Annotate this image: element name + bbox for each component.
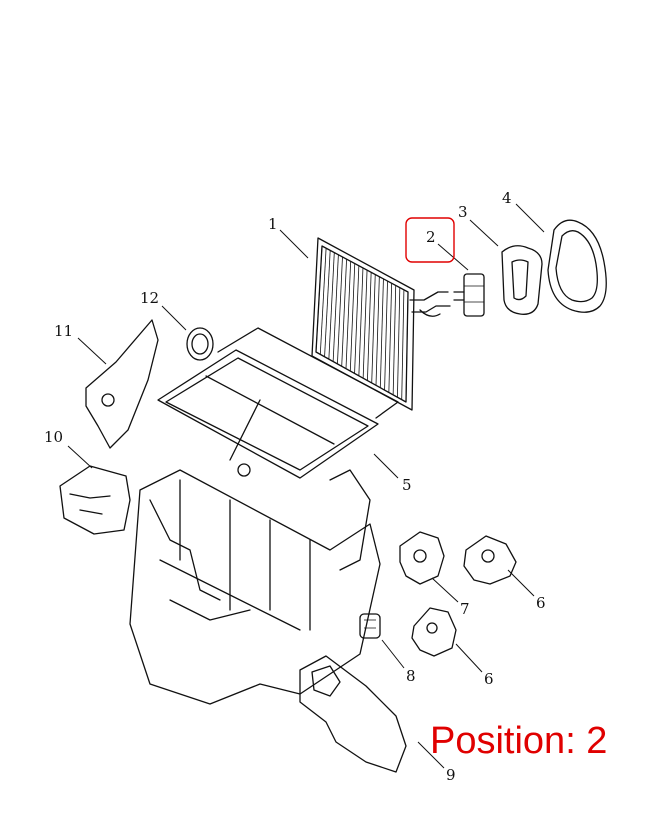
evaporator-fin [345, 261, 352, 369]
air-duct[interactable] [299, 655, 407, 773]
evaporator-fin [337, 256, 343, 364]
evaporator-fin [319, 248, 327, 355]
callout-12[interactable]: 12 [140, 289, 159, 307]
evaporator-fin [358, 267, 364, 376]
evaporator-fin [328, 252, 335, 360]
support-arm[interactable] [85, 319, 159, 449]
evaporator-fin [401, 289, 405, 400]
housing-bracket[interactable] [59, 465, 131, 535]
evaporator-fin [367, 272, 372, 381]
evaporator-fin [332, 254, 339, 362]
callout-7[interactable]: 7 [460, 600, 470, 618]
evaporator-fin [315, 245, 323, 353]
callout-11[interactable]: 11 [54, 322, 73, 340]
evaporator-fin [349, 263, 356, 372]
expansion-valve[interactable] [453, 273, 485, 317]
evaporator-fin [397, 287, 401, 398]
callout-labels: 1 2 3 4 5 6 6 7 8 9 10 11 12 [44, 189, 546, 784]
evaporator-fin [324, 250, 331, 357]
callout-2[interactable]: 2 [426, 228, 436, 246]
callout-9[interactable]: 9 [446, 766, 456, 784]
evaporator-seal[interactable] [547, 219, 607, 313]
callout-1[interactable]: 1 [268, 215, 278, 233]
callout-8[interactable]: 8 [406, 667, 416, 685]
callout-10[interactable]: 10 [44, 428, 63, 446]
callout-6-upper[interactable]: 6 [536, 594, 546, 612]
highlight-box [405, 217, 455, 263]
hvac-housing[interactable] [129, 463, 381, 705]
temp-actuator[interactable] [399, 531, 445, 585]
position-label: Position: 2 [430, 720, 608, 762]
callout-6-lower[interactable]: 6 [484, 670, 494, 688]
callout-4[interactable]: 4 [502, 189, 512, 207]
drain-grommet[interactable] [186, 327, 214, 361]
evaporator-fin [341, 259, 347, 367]
evaporator-fin [405, 291, 409, 403]
evaporator-fin [388, 283, 393, 393]
evaporator-fin [354, 265, 360, 374]
evaporator-fin [375, 276, 380, 386]
evaporator-core[interactable] [311, 237, 451, 411]
evaporator-fin [384, 281, 388, 391]
mode-actuator-upper[interactable] [463, 535, 517, 585]
callout-5[interactable]: 5 [402, 476, 412, 494]
evaporator-fin [392, 285, 397, 395]
evaporator-fin [362, 270, 368, 379]
evaporator-fin [379, 278, 384, 388]
mode-actuator-lower[interactable] [411, 607, 457, 657]
evaporator-fin [371, 274, 376, 383]
leader-lines [67, 203, 545, 769]
blower-resistor[interactable] [359, 613, 381, 639]
valve-gasket[interactable] [501, 245, 543, 315]
upper-housing[interactable] [157, 327, 399, 479]
callout-3[interactable]: 3 [458, 203, 468, 221]
